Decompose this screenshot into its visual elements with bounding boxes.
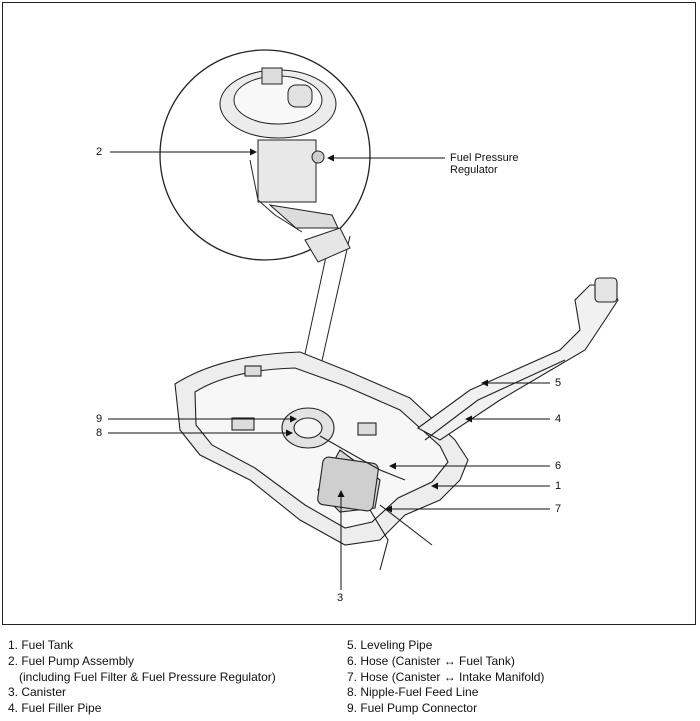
callout-3: 3 — [337, 592, 344, 604]
legend-left: 1. Fuel Tank 2. Fuel Pump Assembly (incl… — [8, 638, 276, 717]
diagram-frame — [2, 2, 696, 625]
callout-1: 1 — [555, 480, 562, 492]
legend-item: 9. Fuel Pump Connector — [347, 701, 478, 716]
legend-item: 7. Hose (Canister ↔ Intake Manifold) — [347, 669, 545, 684]
legend-item: 5. Leveling Pipe — [347, 638, 433, 652]
filler-pipes-drawing — [416, 277, 619, 441]
callout-8: 8 — [96, 427, 103, 439]
callout-2: 2 — [96, 146, 103, 158]
callout-4: 4 — [555, 413, 562, 425]
legend-item: 3. Canister — [8, 685, 67, 700]
callout-9: 9 — [96, 413, 103, 425]
legend-item: 8. Nipple-Fuel Feed Line — [347, 685, 479, 700]
callout-fpr-line2: Regulator — [450, 164, 498, 176]
callout-5: 5 — [555, 377, 562, 389]
callout-fuel-pressure-regulator: Fuel Pressure Regulator — [450, 152, 518, 176]
legend-item: 1. Fuel Tank — [8, 638, 74, 652]
legend-item: 6. Hose (Canister ↔ Fuel Tank) — [347, 653, 515, 668]
fuel-pump-assembly-drawing — [219, 67, 351, 263]
fuel-tank-drawing — [174, 351, 469, 571]
legend-right: 5. Leveling Pipe 6. Hose (Canister ↔ Fue… — [347, 638, 544, 717]
callout-7: 7 — [555, 503, 562, 515]
callout-6: 6 — [555, 460, 562, 472]
leader-lines — [108, 148, 550, 590]
legend-item: 4. Fuel Filler Pipe — [8, 701, 102, 716]
legend-item: (including Fuel Filter & Fuel Pressure R… — [19, 669, 276, 684]
legend-item: 2. Fuel Pump Assembly — [8, 653, 135, 668]
callout-fpr-line1: Fuel Pressure — [450, 152, 519, 164]
